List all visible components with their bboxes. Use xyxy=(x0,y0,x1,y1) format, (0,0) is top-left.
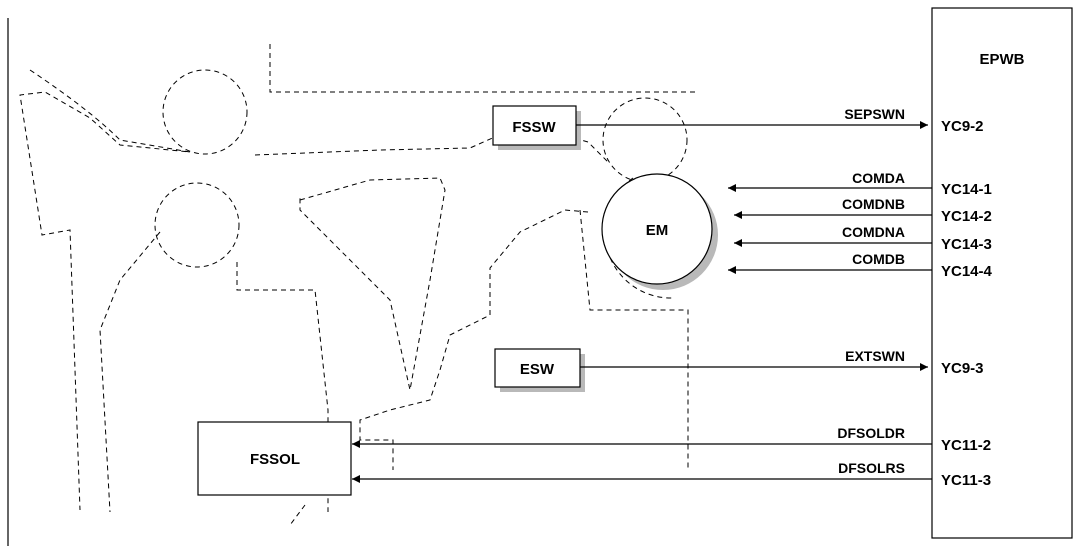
connector-yc14-2: YC14-2 xyxy=(941,208,992,225)
signal-dfsolrs: DFSOLRS xyxy=(838,460,905,476)
esw-box xyxy=(494,348,581,388)
connector-yc11-3: YC11-3 xyxy=(941,472,991,489)
mechanism-outline xyxy=(19,44,697,526)
signal-comda: COMDA xyxy=(852,170,905,186)
connector-yc9-2: YC9-2 xyxy=(941,118,984,135)
fssol-label: FSSOL xyxy=(250,451,300,468)
signal-sepswn: SEPSWN xyxy=(844,106,905,122)
epwb-label: EPWB xyxy=(980,51,1025,68)
signal-comdnb: COMDNB xyxy=(842,196,905,212)
fssol-box xyxy=(197,421,352,496)
connector-yc14-4: YC14-4 xyxy=(941,263,993,280)
em-label: EM xyxy=(646,222,669,239)
fssw-box xyxy=(492,105,577,146)
connector-yc14-1: YC14-1 xyxy=(941,181,992,198)
signal-extswn: EXTSWN xyxy=(845,348,905,364)
em-motor xyxy=(601,173,713,285)
connector-yc14-3: YC14-3 xyxy=(941,236,992,253)
signal-dfsoldr: DFSOLDR xyxy=(837,425,905,441)
signal-comdb: COMDB xyxy=(852,251,905,267)
signal-comdna: COMDNA xyxy=(842,224,905,240)
connector-yc9-3: YC9-3 xyxy=(941,360,984,377)
fssw-label: FSSW xyxy=(512,119,556,136)
esw-label: ESW xyxy=(520,361,555,378)
connector-yc11-2: YC11-2 xyxy=(941,437,991,454)
epwb-board xyxy=(931,7,1073,539)
